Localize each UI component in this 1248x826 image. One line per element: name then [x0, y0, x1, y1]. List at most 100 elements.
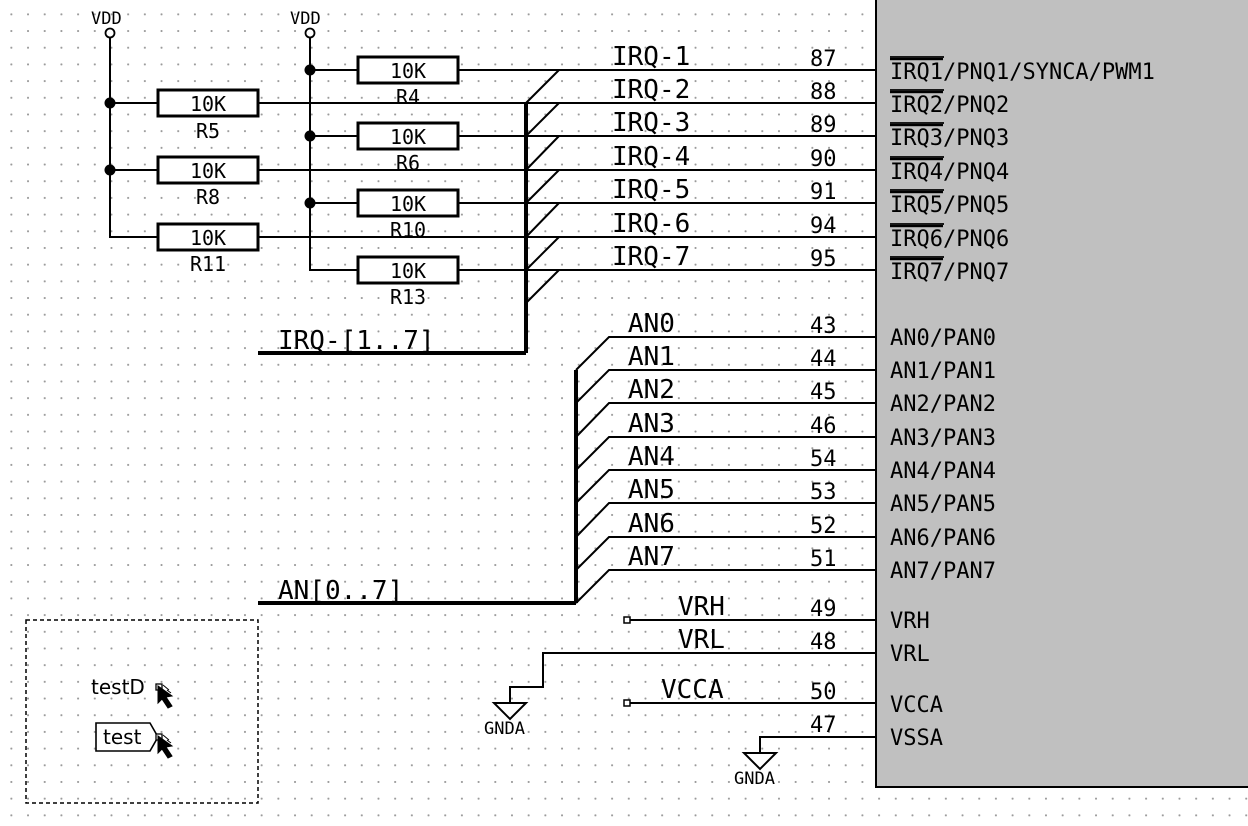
- pin-name: AN1/PAN1: [890, 359, 996, 384]
- irq-net-label: IRQ-2: [612, 75, 690, 105]
- resistor-r8[interactable]: 10K R8: [156, 155, 260, 209]
- r13-ref: R13: [390, 285, 426, 309]
- pin-number: 88: [810, 80, 837, 105]
- vcca-net-label: VCCA: [661, 675, 724, 705]
- pin-number: 47: [810, 713, 837, 738]
- an-net-label: AN5: [628, 475, 675, 505]
- resistor-r5[interactable]: 10K R5: [156, 88, 260, 143]
- pin-number: 46: [810, 414, 837, 439]
- an-pin-numbers: 43 44 45 46 54 53 52 51: [810, 314, 837, 572]
- pin-name: AN7/PAN7: [890, 559, 996, 584]
- irq-net-label: IRQ-1: [612, 42, 690, 72]
- pin-number: 51: [810, 547, 837, 572]
- irq-wires[interactable]: [258, 69, 876, 271]
- pin-number: 89: [810, 113, 837, 138]
- pin-name: AN0/PAN0: [890, 326, 996, 351]
- an-net-label: AN6: [628, 509, 675, 539]
- pin-name: IRQ5/PNQ5: [890, 193, 1009, 218]
- irq-net-label: IRQ-7: [612, 242, 690, 272]
- irq-net-label: IRQ-4: [612, 142, 690, 172]
- resistor-r13[interactable]: 10K R13: [356, 255, 460, 309]
- an-pin-names: AN0/PAN0 AN1/PAN1 AN2/PAN2 AN3/PAN3 AN4/…: [890, 326, 996, 584]
- pin-number: 87: [810, 47, 837, 72]
- pin-name: AN2/PAN2: [890, 392, 996, 417]
- pin-number: 90: [810, 147, 837, 172]
- an-net-label: AN1: [628, 342, 675, 372]
- pin-number: 95: [810, 247, 837, 272]
- r13-value: 10K: [390, 259, 426, 283]
- r4-value: 10K: [390, 59, 426, 83]
- ic-body[interactable]: [875, 0, 1248, 788]
- an-net-label: AN2: [628, 375, 675, 405]
- vdd-power-symbol-1[interactable]: VDD: [91, 9, 122, 39]
- resistor-r6[interactable]: 10K R6: [356, 121, 460, 175]
- r5-ref: R5: [196, 119, 220, 143]
- cursor-arrow-icon: [157, 684, 174, 709]
- an-bus[interactable]: [258, 336, 876, 605]
- gnda-label-1: GNDA: [484, 719, 525, 739]
- irq-pin-names: IRQ1/PNQ1/SYNCA/PWM1 IRQ2/PNQ2 IRQ3/PNQ3…: [890, 56, 1155, 285]
- an-net-label: AN0: [628, 309, 675, 339]
- resistor-r10[interactable]: 10K R10: [356, 188, 460, 242]
- pin-name: AN6/PAN6: [890, 526, 996, 551]
- an-net-label: AN7: [628, 542, 675, 572]
- vdd-label-1: VDD: [91, 9, 122, 29]
- pin-number: 49: [810, 597, 837, 622]
- r8-value: 10K: [190, 159, 226, 183]
- irq-net-label: IRQ-3: [612, 108, 690, 138]
- pin-number: 91: [810, 180, 837, 205]
- pin-name: IRQ1/PNQ1/SYNCA/PWM1: [890, 60, 1155, 85]
- pin-name: VCCA: [890, 693, 943, 718]
- gnda-symbol-2[interactable]: GNDA: [734, 752, 779, 789]
- an-net-label: AN4: [628, 442, 675, 472]
- irq-net-label: IRQ-6: [612, 209, 690, 239]
- pin-name: IRQ3/PNQ3: [890, 126, 1009, 151]
- vrl-net-label: VRL: [678, 625, 725, 655]
- pin-number: 44: [810, 347, 837, 372]
- vrh-net-label: VRH: [678, 592, 725, 622]
- pin-name: IRQ2/PNQ2: [890, 93, 1009, 118]
- r10-ref: R10: [390, 218, 426, 242]
- irq-pin-numbers: 87 88 89 90 91 94 95: [810, 47, 837, 272]
- analog-net-labels: VRH VRL VCCA: [661, 592, 725, 705]
- resistor-r4[interactable]: 10K R4: [356, 55, 460, 109]
- an-net-labels: AN0 AN1 AN2 AN3 AN4 AN5 AN6 AN7: [628, 309, 675, 572]
- resistor-r11[interactable]: 10K R11: [156, 222, 260, 276]
- analog-pin-numbers: 49 48 50 47: [810, 597, 837, 738]
- pin-number: 94: [810, 214, 837, 239]
- r5-value: 10K: [190, 92, 226, 116]
- test-box[interactable]: testD test: [25, 619, 259, 804]
- analog-wires[interactable]: [509, 616, 876, 753]
- r6-ref: R6: [396, 151, 420, 175]
- pin-name: IRQ6/PNQ6: [890, 227, 1009, 252]
- pin-number: 52: [810, 514, 837, 539]
- r10-value: 10K: [390, 192, 426, 216]
- irq-bus[interactable]: [258, 69, 560, 355]
- pin-name: VRH: [890, 609, 930, 634]
- vdd-power-symbol-2[interactable]: VDD: [290, 9, 321, 39]
- cursor-arrow-icon: [157, 734, 174, 759]
- pin-name: AN4/PAN4: [890, 459, 996, 484]
- pin-name: IRQ7/PNQ7: [890, 260, 1009, 285]
- gnda-label-2: GNDA: [734, 769, 775, 789]
- pin-name: AN3/PAN3: [890, 426, 996, 451]
- test-flag-label: test: [103, 725, 142, 749]
- an-net-label: AN3: [628, 409, 675, 439]
- gnda-symbol-1[interactable]: GNDA: [484, 702, 529, 739]
- analog-pin-names: VRH VRL VCCA VSSA: [890, 609, 943, 751]
- pin-number: 45: [810, 380, 837, 405]
- pin-number: 50: [810, 680, 837, 705]
- pin-number: 54: [810, 447, 837, 472]
- pin-number: 53: [810, 480, 837, 505]
- an-bus-label: AN[0..7]: [278, 576, 403, 606]
- pin-name: AN5/PAN5: [890, 492, 996, 517]
- irq-net-label: IRQ-5: [612, 175, 690, 205]
- pin-name: VRL: [890, 642, 930, 667]
- pin-number: 43: [810, 314, 837, 339]
- r8-ref: R8: [196, 185, 220, 209]
- junction-dots: [104, 64, 316, 209]
- r4-ref: R4: [396, 85, 420, 109]
- test-flag-shape[interactable]: [95, 722, 159, 752]
- irq-bus-label: IRQ-[1..7]: [278, 326, 435, 356]
